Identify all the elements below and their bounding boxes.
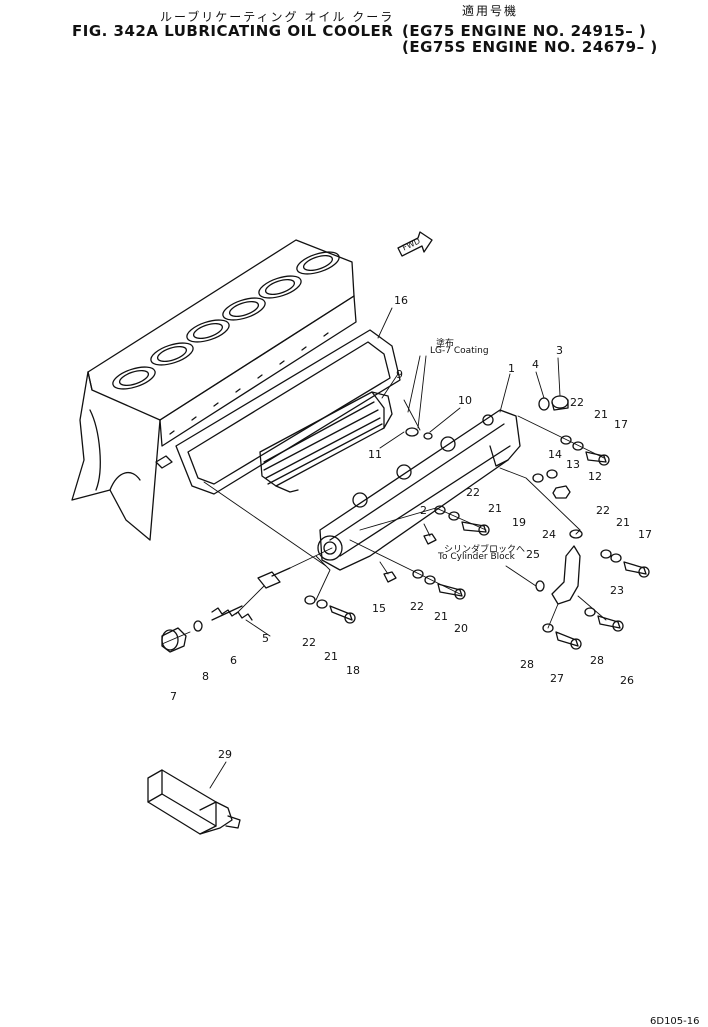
- callout-5: 5: [262, 632, 269, 645]
- callout-21-a: 21: [594, 408, 608, 421]
- callout-22-c: 22: [596, 504, 610, 517]
- o-ring-part-10-11: [405, 427, 433, 440]
- callout-28-a: 28: [520, 658, 534, 671]
- callout-11: 11: [368, 448, 382, 461]
- callout-10: 10: [458, 394, 472, 407]
- callout-27: 27: [550, 672, 564, 685]
- nut-part-12: [552, 485, 571, 499]
- figure-title: FIG. 342A LUBRICATING OIL COOLER: [72, 22, 394, 40]
- callout-19: 19: [512, 516, 526, 529]
- callout-4: 4: [532, 358, 539, 371]
- to-cylinder-block-note: To Cylinder Block: [438, 552, 515, 562]
- callout-16: 16: [394, 294, 408, 307]
- cooler-element-part-9: [259, 391, 393, 493]
- japanese-title: ルーブリケーティング オイル クーラ: [160, 10, 395, 24]
- callout-17-a: 17: [614, 418, 628, 431]
- coating-note-jp: 塗布: [436, 339, 455, 349]
- callout-3: 3: [556, 344, 563, 357]
- bolt-part-17-upper: [585, 451, 610, 466]
- callout-21-e: 21: [324, 650, 338, 663]
- callout-22-a: 22: [570, 396, 584, 409]
- callout-24: 24: [542, 528, 556, 541]
- spring-part-6: [211, 605, 253, 621]
- leader-lines: [161, 307, 607, 789]
- callout-18: 18: [346, 664, 360, 677]
- callout-2: 2: [420, 504, 427, 517]
- plug-part-15: [383, 571, 397, 583]
- callout-23: 23: [610, 584, 624, 597]
- callout-1: 1: [508, 362, 515, 375]
- callout-21-c: 21: [616, 516, 630, 529]
- washer-part-14: [532, 473, 544, 483]
- washers-part-22-21-right: [600, 549, 622, 563]
- plug-part-3: [551, 395, 569, 411]
- callout-6: 6: [230, 654, 237, 667]
- bolt-part-18: [329, 605, 356, 624]
- callout-12: 12: [588, 470, 602, 483]
- gasket-part-4: [538, 397, 550, 411]
- callout-22-d: 22: [410, 600, 424, 613]
- callout-21-d: 21: [434, 610, 448, 623]
- callout-20: 20: [454, 622, 468, 635]
- valve-part-5: [257, 567, 291, 589]
- drawing-code: 6D105-16: [650, 1016, 700, 1027]
- washer-part-21-upper: [572, 441, 584, 451]
- bolt-part-20: [437, 583, 466, 600]
- callout-29: 29: [218, 748, 232, 761]
- washers-part-22-21-middle: [434, 505, 460, 521]
- engine-serial-line-1: (EG75 ENGINE NO. 24915– ): [402, 22, 647, 40]
- callout-26: 26: [620, 674, 634, 687]
- forward-arrow-icon: [397, 231, 433, 257]
- callout-13: 13: [566, 458, 580, 471]
- callout-14: 14: [548, 448, 562, 461]
- callout-28-b: 28: [590, 654, 604, 667]
- bolt-part-26: [597, 615, 624, 632]
- cooler-cover-part-1: [317, 409, 521, 571]
- callout-25: 25: [526, 548, 540, 561]
- plug-part-7: [161, 627, 187, 653]
- water-pipe-part-23: [551, 545, 581, 605]
- to-cylinder-block-note-jp: シリンダブロックへ: [444, 545, 526, 555]
- callout-22-e: 22: [302, 636, 316, 649]
- bolt-part-17-lower: [623, 561, 650, 578]
- callout-17-b: 17: [638, 528, 652, 541]
- applicable-serial-label: 適用号機: [462, 4, 519, 18]
- callout-7: 7: [170, 690, 177, 703]
- coating-note: LG-7 Coating: [430, 346, 489, 356]
- washers-part-22-21-lower: [412, 569, 436, 585]
- washer-part-28-right: [584, 607, 596, 617]
- o-ring-part-25: [535, 580, 545, 592]
- bolt-part-27: [555, 631, 582, 650]
- o-ring-part-24: [569, 529, 583, 539]
- callout-21-b: 21: [488, 502, 502, 515]
- engine-serial-line-2: (EG75S ENGINE NO. 24679– ): [402, 38, 658, 56]
- callout-15: 15: [372, 602, 386, 615]
- callout-8: 8: [202, 670, 209, 683]
- washer-part-13: [546, 469, 558, 479]
- callout-22-b: 22: [466, 486, 480, 499]
- washers-part-22-21-left: [304, 595, 328, 609]
- callout-9: 9: [396, 368, 403, 381]
- gasket-part-16: [175, 329, 401, 495]
- washer-part-28-left: [542, 623, 554, 633]
- o-ring-part-8: [193, 620, 203, 632]
- tool-part-29: [147, 769, 241, 835]
- bolt-part-19: [461, 521, 490, 536]
- engine-block: [71, 239, 357, 541]
- washer-part-22-upper: [560, 435, 572, 445]
